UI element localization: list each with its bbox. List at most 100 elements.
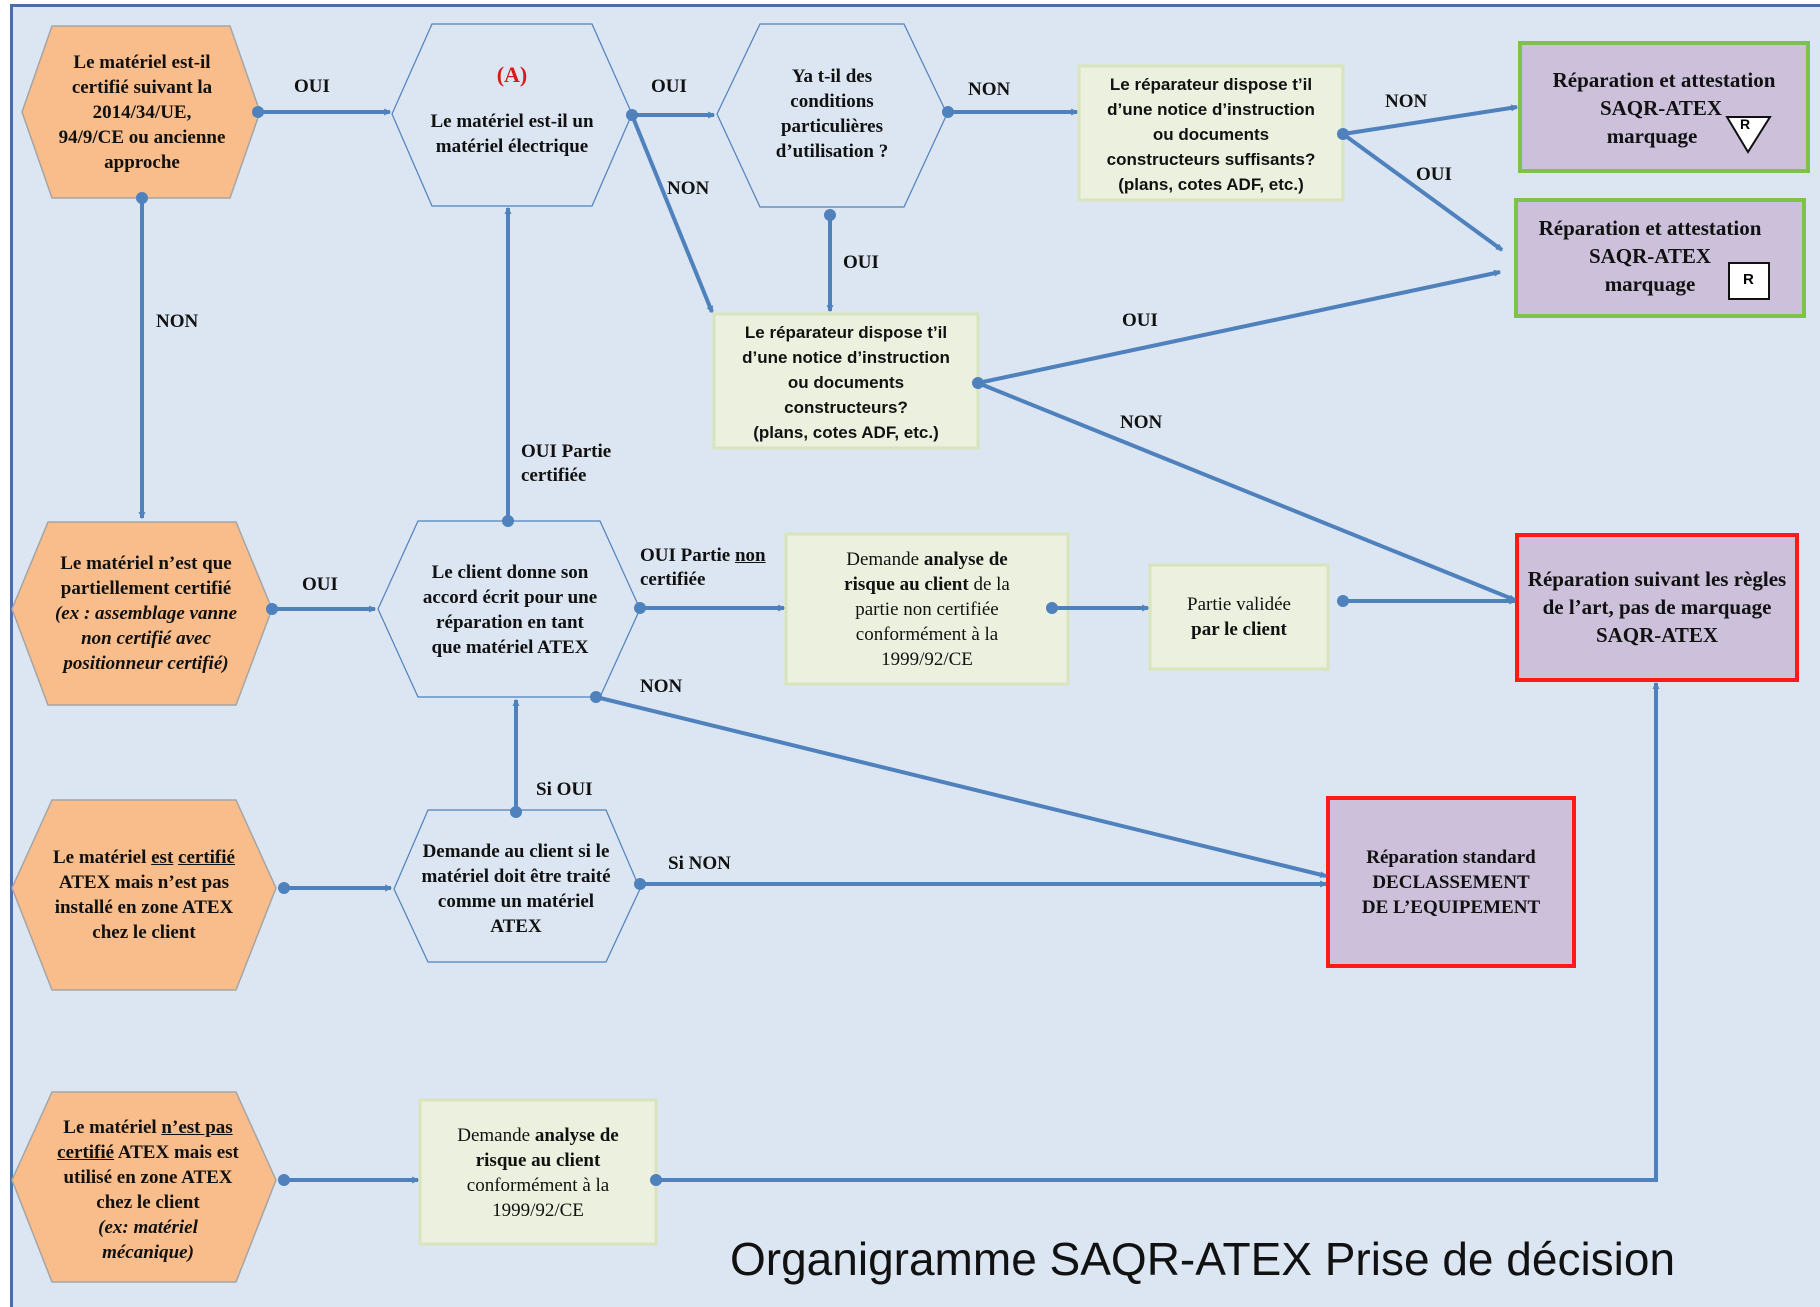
notice-line-2: d’une notice d’instruction bbox=[742, 347, 950, 367]
step-validated-shape bbox=[1148, 563, 1330, 671]
not-certified-example: (ex: matériel mécanique) bbox=[98, 1217, 198, 1263]
arrow-n5-to-r2 bbox=[977, 269, 1502, 385]
arrow-n4-to-r1 bbox=[1342, 104, 1519, 136]
step-notice-sufficient-shape bbox=[1077, 64, 1345, 202]
downgrade-line-3: DE L’EQUIPEMENT bbox=[1361, 896, 1541, 918]
edge-label-n11-n7: Si OUI bbox=[536, 779, 593, 800]
step-validated: Partie validée par le client bbox=[1154, 570, 1324, 664]
edge-label-n7-n8-line-1a: OUI Partie bbox=[640, 545, 735, 566]
edge-label-n7-n2-line-1: OUI Partie bbox=[521, 441, 612, 462]
start-node-certified-not-zone: Le matériel est certifié ATEX mais n’est… bbox=[52, 822, 236, 968]
connector-dot bbox=[650, 1174, 662, 1186]
notice-sufficient-line-3: ou documents bbox=[1152, 124, 1270, 144]
notice-line-1: Le réparateur dispose t’il bbox=[744, 322, 948, 342]
start-node-partial-shape bbox=[11, 521, 273, 706]
connector-dot bbox=[278, 882, 290, 894]
result-rules-of-art: Réparation suivant les règles de l’art, … bbox=[1526, 542, 1788, 672]
decision-electrical: (A) Le matériel est-il un matériel élect… bbox=[410, 40, 614, 180]
notice-line-3: ou documents bbox=[787, 372, 905, 392]
validated-line-1: Partie validée bbox=[1187, 594, 1291, 615]
arrow-n4-to-r2 bbox=[1341, 132, 1504, 252]
connector-dot bbox=[590, 691, 602, 703]
marking-box-letter: R bbox=[1743, 271, 1754, 288]
result-attestation-triangle-shape bbox=[1518, 41, 1810, 173]
connector-dot bbox=[1337, 128, 1349, 140]
not-zone-text-d: ATEX mais n’est pas installé en zone ATE… bbox=[54, 872, 234, 943]
start-node-not-certified: Le matériel n’est pas certifié ATEX mais… bbox=[46, 1110, 250, 1270]
edge-label-n7-r4: NON bbox=[640, 676, 683, 697]
decision-client-agreement-text: Le client donne son accord écrit pour un… bbox=[422, 562, 598, 658]
connector-dot bbox=[824, 209, 836, 221]
decision-conditions-text: Ya t-il des conditions particulières d’u… bbox=[775, 66, 889, 162]
decision-ask-client: Demande au client si le matériel doit êt… bbox=[420, 830, 612, 948]
result-downgrade: Réparation standard DECLASSEMENT DE L’EQ… bbox=[1334, 804, 1568, 960]
risk-text-1b: analyse de bbox=[534, 1125, 619, 1146]
not-zone-text-c: certifié bbox=[178, 847, 235, 868]
connector-dot bbox=[136, 192, 148, 204]
connector-dot bbox=[972, 377, 984, 389]
connector-dot bbox=[510, 806, 522, 818]
arrow-n13-to-r3 bbox=[656, 681, 1660, 1182]
not-certified-text-a: Le matériel bbox=[63, 1117, 162, 1138]
result-rules-of-art-shape bbox=[1515, 533, 1799, 682]
decision-tag-a: (A) bbox=[496, 61, 528, 87]
downgrade-line-2: DECLASSEMENT bbox=[1372, 871, 1530, 893]
decision-electrical-shape bbox=[391, 23, 633, 207]
attestation-triangle-line-3: marquage bbox=[1606, 124, 1698, 148]
risk-partial-text-rest: partie non certifiée conformément à la 1… bbox=[855, 598, 999, 670]
connector-dot bbox=[252, 106, 264, 118]
arrow-n7-to-r4 bbox=[595, 695, 1328, 879]
arrow-n5-to-r3 bbox=[977, 381, 1517, 602]
step-notice-shape bbox=[712, 312, 980, 450]
validated-line-2: par le client bbox=[1191, 619, 1287, 640]
attestation-box-line-2: SAQR-ATEX bbox=[1588, 244, 1712, 268]
risk-partial-text-1a: Demande bbox=[846, 548, 924, 570]
start-node-not-certified-shape bbox=[11, 1091, 277, 1283]
edge-label-n7-n8-line-1b: non bbox=[734, 545, 766, 566]
attestation-box-line-3: marquage bbox=[1604, 272, 1696, 296]
risk-text-1a: Demande bbox=[457, 1125, 535, 1146]
risk-text-rest: conformément à la 1999/92/CE bbox=[466, 1175, 610, 1221]
risk-partial-text-2b: de la bbox=[968, 573, 1010, 595]
arrow-n2-to-n5 bbox=[630, 114, 714, 314]
edge-label-n7-n8: OUI Partie non certifiée bbox=[640, 544, 766, 592]
not-zone-text-b: est bbox=[151, 847, 174, 868]
notice-sufficient-line-2: d’une notice d’instruction bbox=[1107, 99, 1315, 119]
step-risk-analysis: Demande analyse de risque au client conf… bbox=[424, 1106, 652, 1240]
result-rules-of-art-text: Réparation suivant les règles de l’art, … bbox=[1527, 567, 1787, 647]
decision-client-agreement: Le client donne son accord écrit pour un… bbox=[420, 540, 600, 680]
notice-sufficient-line-4: constructeurs suffisants? bbox=[1106, 149, 1316, 169]
attestation-box-line-1: Réparation et attestation bbox=[1538, 216, 1762, 240]
connector-dot bbox=[278, 1174, 290, 1186]
notice-sufficient-line-5: (plans, cotes ADF, etc.) bbox=[1118, 174, 1304, 194]
not-certified-text-c: certifié bbox=[57, 1142, 115, 1163]
decision-ask-client-shape bbox=[393, 809, 641, 963]
edge-label-n3-n4: NON bbox=[968, 79, 1011, 100]
step-risk-analysis-shape bbox=[418, 1098, 658, 1246]
attestation-triangle-line-2: SAQR-ATEX bbox=[1599, 96, 1723, 120]
edge-label-n2-n5: NON bbox=[667, 178, 710, 199]
downgrade-line-1: Réparation standard bbox=[1366, 846, 1536, 868]
marking-box-symbol bbox=[1728, 262, 1770, 300]
decision-conditions: Ya t-il des conditions particulières d’u… bbox=[752, 52, 912, 176]
connector-dot bbox=[626, 109, 638, 121]
start-node-certified-shape bbox=[21, 25, 261, 199]
edge-label-n7-n2: OUI Partie certifiée bbox=[521, 440, 611, 488]
edge-label-n11-r4: Si NON bbox=[668, 853, 731, 874]
connector-dot bbox=[1337, 595, 1349, 607]
marking-triangle-letter: R bbox=[1740, 116, 1751, 132]
result-attestation-box: Réparation et attestation SAQR-ATEX marq… bbox=[1518, 206, 1782, 306]
edge-label-n3-n5: OUI bbox=[843, 252, 879, 273]
step-risk-analysis-partial: Demande analyse de risque au client de l… bbox=[790, 538, 1064, 680]
edge-label-n4-r2: OUI bbox=[1416, 164, 1452, 185]
start-node-partial-text: Le matériel n’est que partiellement cert… bbox=[60, 552, 232, 599]
result-attestation-triangle: Réparation et attestation SAQR-ATEX marq… bbox=[1526, 60, 1802, 156]
start-node-partial-example: (ex : assemblage vanne non certifié avec… bbox=[54, 602, 238, 674]
start-node-certified: Le matériel est-il certifié suivant la 2… bbox=[58, 34, 226, 190]
risk-text-2: risque au client bbox=[475, 1150, 601, 1171]
risk-partial-text-1b: analyse de bbox=[923, 548, 1008, 570]
decision-electrical-text: Le matériel est-il un matériel électriqu… bbox=[430, 110, 594, 157]
edge-label-n7-n2-line-2: certifiée bbox=[521, 465, 587, 486]
result-downgrade-shape bbox=[1326, 796, 1576, 968]
